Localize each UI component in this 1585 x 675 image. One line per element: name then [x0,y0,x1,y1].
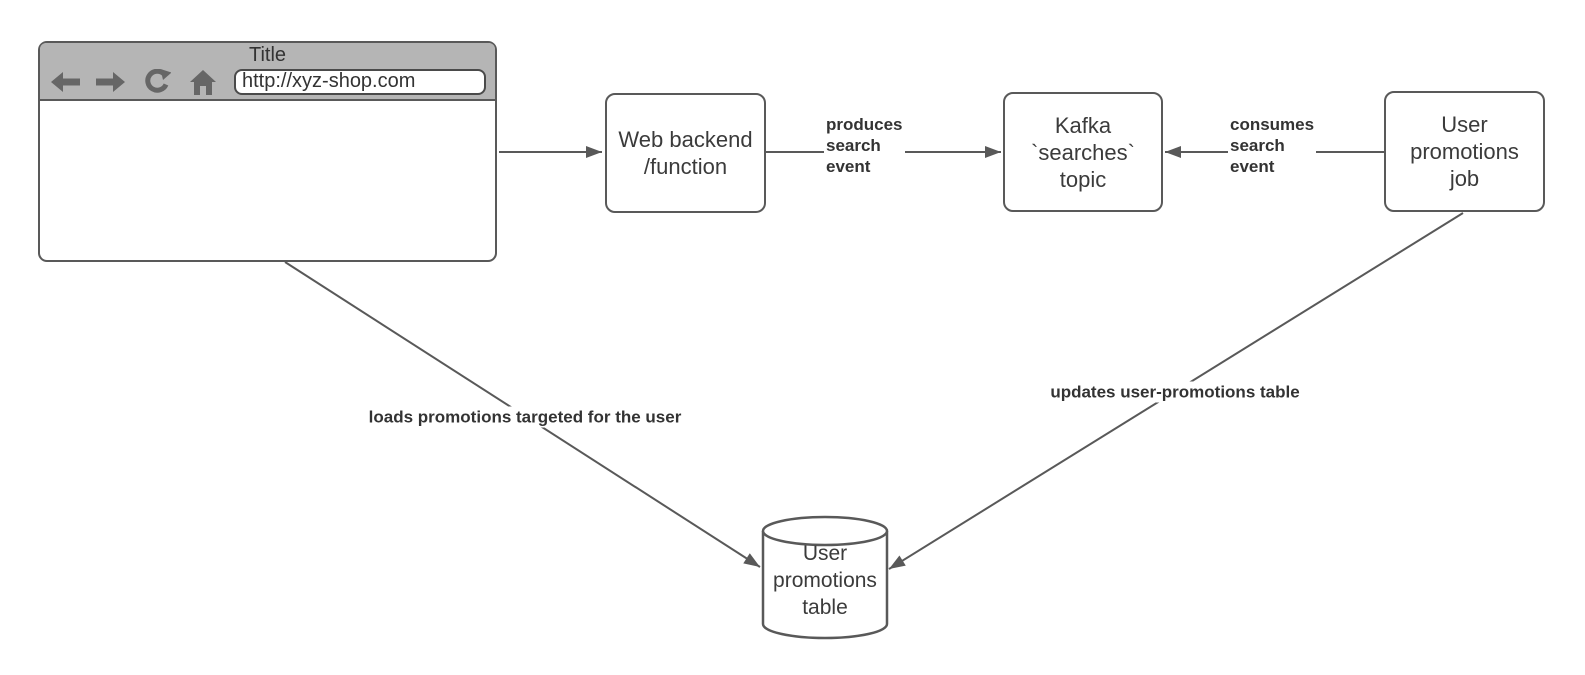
browser-header: Title [40,43,495,101]
edge-label-updates-table: updates user-promotions table [1048,381,1302,403]
edge-label-produces-search-event: produces search event [824,114,905,177]
node-web-backend-label: Web backend /function [618,127,753,179]
database-cylinder-rim [761,530,889,547]
node-user-promotions-table: User promotions table [763,527,887,634]
edge-label-consumes-search-event: consumes search event [1228,114,1317,177]
back-arrow-icon [50,69,80,95]
node-user-promotions-table-label: User promotions table [773,542,877,619]
node-user-promotions-job: User promotions job [1384,91,1545,212]
url-bar: http://xyz-shop.com [234,69,486,95]
url-text: http://xyz-shop.com [242,70,416,92]
edge-label-loads-promotions: loads promotions targeted for the user [366,406,684,428]
browser-title: Title [248,44,287,66]
node-kafka-searches-topic-label: Kafka `searches` topic [1031,112,1135,192]
node-web-backend: Web backend /function [605,93,766,213]
database-cylinder-shape [761,515,889,640]
reload-icon [142,69,172,95]
home-icon [188,69,218,95]
browser-toolbar: http://xyz-shop.com [40,67,495,97]
browser-window: Title [38,41,497,262]
forward-arrow-icon [96,69,126,95]
node-kafka-searches-topic: Kafka `searches` topic [1003,92,1163,212]
node-user-promotions-job-label: User promotions job [1410,112,1519,191]
